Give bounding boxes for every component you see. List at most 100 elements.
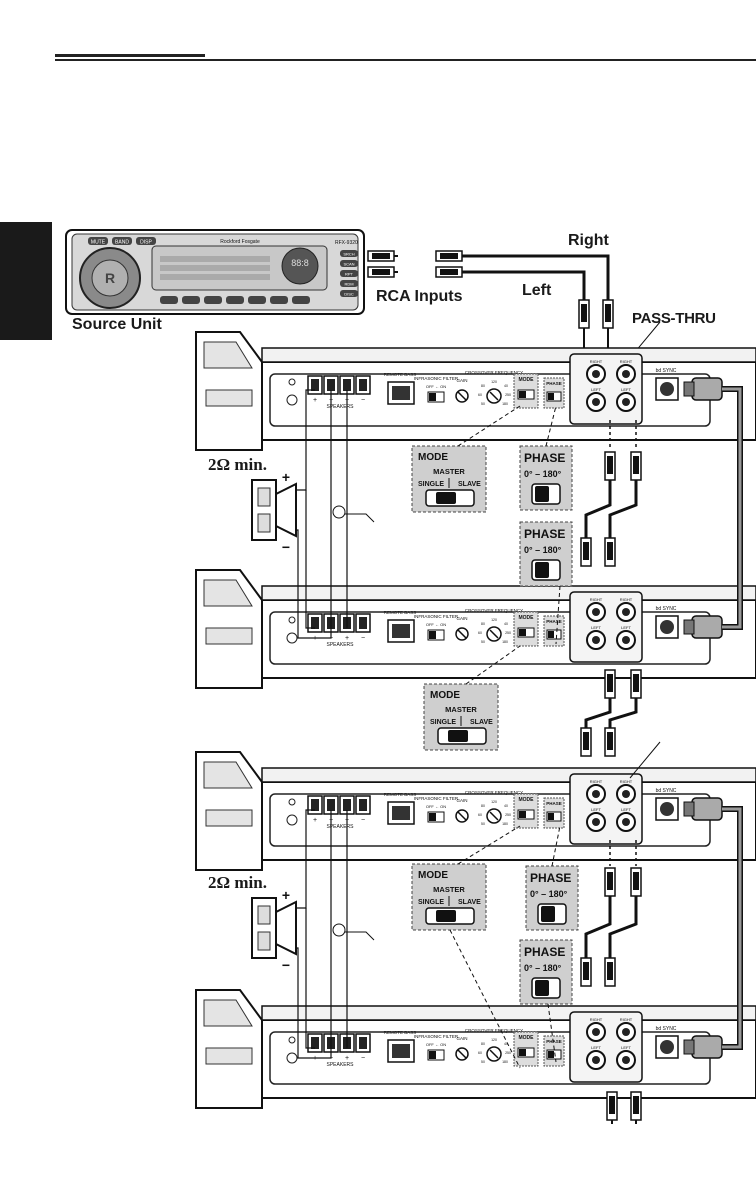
speakers-label: SPEAKERS [327, 824, 355, 830]
sync-cable-plug-tip [683, 1039, 695, 1055]
rca-left-label: LEFT [591, 625, 601, 630]
mode-callout-master: MASTER [433, 885, 465, 894]
crossover-freq: 50 [481, 402, 485, 406]
rca-plug-grip [609, 1096, 615, 1114]
amp-bracket-fin [205, 389, 253, 407]
infrasonic-label: INFRASONIC FILTER [414, 376, 459, 381]
speaker-cone [275, 900, 297, 956]
side-button-label: SCAN [343, 262, 354, 267]
speaker-wire-pos [296, 809, 315, 909]
rca-plug-right-in [602, 299, 614, 329]
rca-jack-center [592, 636, 600, 644]
rca-cable [584, 480, 612, 538]
side-button-label: RDM [344, 282, 353, 287]
rca-jack-center [592, 790, 600, 798]
crossover-freq: 50 [481, 640, 485, 644]
crossover-freq: 180 [502, 640, 508, 644]
rca-block [569, 1011, 643, 1083]
crossover-freq: 180 [502, 402, 508, 406]
speaker-plus: + [282, 887, 290, 903]
phase-callout-title: PHASE [524, 945, 565, 959]
rca-plug-grip [583, 542, 589, 560]
speaker-terminal-screw [311, 617, 319, 629]
sync-cable-plug [691, 1035, 723, 1059]
rca-plug-grip [581, 304, 587, 322]
speakers-label: SPEAKERS [327, 642, 355, 648]
gain-knob-slot [457, 811, 467, 821]
crossover-label: CROSSOVER FREQUENCY [465, 608, 523, 613]
terminal-polarity: − [361, 817, 365, 824]
speaker-minus: − [282, 539, 290, 555]
rca-plug-left-in [578, 299, 590, 329]
phase-label: PHASE [546, 619, 562, 624]
mode-label: MODE [519, 797, 535, 803]
side-button-label: RPT [345, 272, 354, 277]
mode-switch-knob [519, 629, 526, 636]
pass-thru-label: PASS-THRU [632, 310, 716, 327]
speaker-bottom: +− [251, 887, 297, 973]
mode-callout-slave: SLAVE [458, 481, 481, 488]
left-channel-label: Left [522, 282, 552, 299]
source-unit-label: Source Unit [72, 316, 162, 333]
sync-label: bd SYNC [656, 368, 677, 374]
crossover-freq: 40 [504, 622, 508, 626]
crossover-freq: 40 [504, 804, 508, 808]
phase-callout-knob [535, 562, 549, 578]
terminal-polarity: + [313, 817, 317, 824]
phase-switch-knob [548, 813, 554, 820]
rca-cable [608, 698, 638, 728]
callout-leader [457, 825, 521, 865]
speaker-wire-pos [296, 389, 315, 491]
section-tab [0, 222, 52, 340]
remote-bass-port-inner [392, 806, 410, 820]
head-unit-button [88, 237, 108, 245]
crossover-freq: 120 [491, 1038, 497, 1042]
sync-cable-plug-tip [683, 381, 695, 397]
rca-right-label: RIGHT [590, 597, 603, 602]
mode-callout-title: MODE [418, 452, 448, 463]
rca-jack-center [592, 370, 600, 378]
display-segment [160, 274, 270, 280]
leader-line [629, 741, 661, 779]
crossover-freq: 120 [491, 800, 497, 804]
side-button-label: DISC [344, 292, 354, 297]
phase-callout-knob [535, 980, 549, 996]
amp-top-edge [261, 347, 756, 363]
crossover-freq: 250 [505, 813, 511, 817]
sync-cable-plug-tip [683, 619, 695, 635]
amp-screw [286, 814, 298, 826]
rca-cable [608, 480, 638, 538]
speakers-label: SPEAKERS [327, 1062, 355, 1068]
rca-jack-center [592, 608, 600, 616]
infrasonic-label: INFRASONIC FILTER [414, 1034, 459, 1039]
rca-right-label: RIGHT [590, 359, 603, 364]
infrasonic-switch-knob [429, 1051, 436, 1059]
rca-plug [604, 727, 616, 757]
crossover-freq: 60 [478, 1051, 482, 1055]
amp-screw [288, 378, 296, 386]
gain-label: GAIN [456, 378, 467, 383]
header-rule-short [55, 54, 205, 57]
amp-screw [286, 1052, 298, 1064]
terminal-polarity: + [345, 1055, 349, 1062]
rca-plug [604, 867, 616, 897]
preset-button [292, 296, 310, 304]
amp-top-edge [261, 585, 756, 601]
side-button [340, 250, 358, 257]
remote-bass-port-inner [392, 1044, 410, 1058]
mode-callout-master: MASTER [433, 467, 465, 476]
rca-jack-center [592, 818, 600, 826]
crossover-label: CROSSOVER FREQUENCY [465, 1028, 523, 1033]
phase-switch-knob [548, 631, 554, 638]
sync-port-inner [660, 382, 674, 396]
speaker-terminal-screw [311, 1037, 319, 1049]
mode-switch-knob [519, 811, 526, 818]
crossover-freq: 120 [491, 618, 497, 622]
terminal-polarity: + [313, 397, 317, 404]
phase-callout-range: 0° – 180° [524, 963, 562, 973]
rca-jack-center [622, 370, 630, 378]
gain-label: GAIN [456, 1036, 467, 1041]
speaker-minus: − [282, 957, 290, 973]
